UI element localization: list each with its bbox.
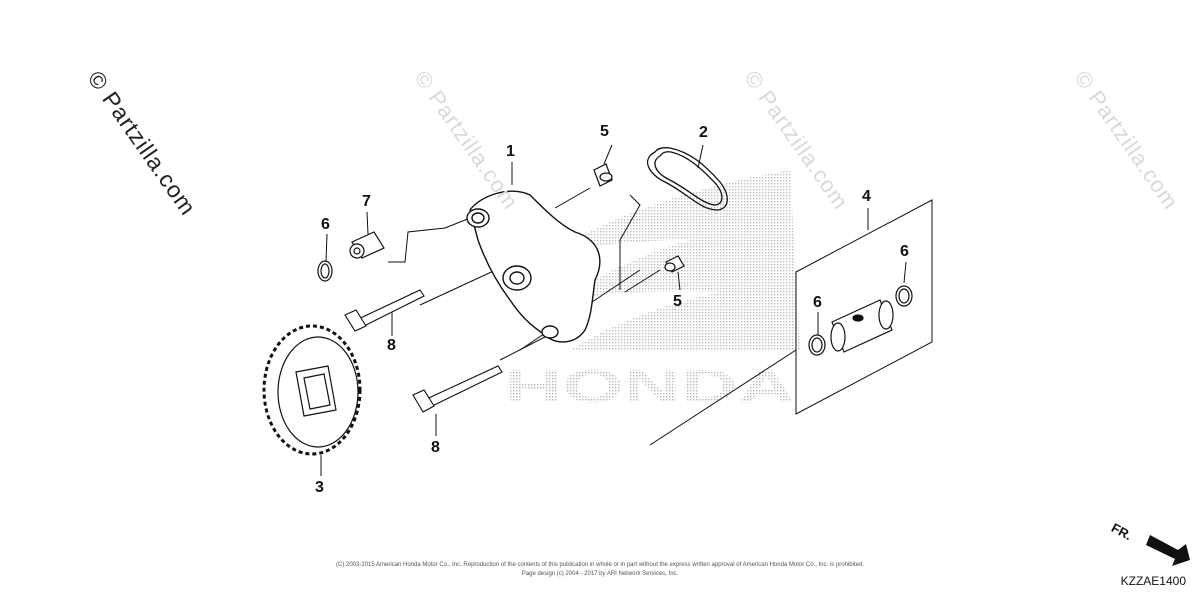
part-dowel-pin-5 (593, 163, 685, 273)
callout-6-right-lower: 6 (813, 294, 822, 311)
svg-text:HONDA: HONDA (505, 360, 795, 412)
callout-5-top: 5 (600, 123, 609, 140)
callout-8-upper: 8 (387, 337, 396, 354)
callout-6-left: 6 (321, 216, 330, 233)
callout-4: 4 (862, 188, 871, 205)
part-gasket-2 (646, 147, 728, 211)
front-arrow-icon (1146, 535, 1190, 566)
part-shaft-4 (830, 299, 894, 353)
copyright-line-1: (C) 2003-2015 American Honda Motor Co., … (336, 562, 864, 568)
leader-lines (320, 144, 933, 476)
part-oring-6 (317, 260, 913, 356)
callout-2: 2 (699, 124, 708, 141)
part-oil-pump-1 (466, 190, 601, 343)
part-bolt-8 (344, 289, 503, 413)
honda-logo-text: HONDA (505, 360, 795, 412)
callout-3: 3 (315, 479, 324, 496)
callout-5-bottom: 5 (673, 293, 682, 310)
callout-7: 7 (362, 193, 371, 210)
callout-6-right-upper: 6 (900, 243, 909, 260)
part-collar-7 (349, 231, 385, 259)
diagram-code: KZZAE1400 (1120, 574, 1186, 588)
copyright-line-2: Page design (c) 2004 - 2017 by ARI Netwo… (521, 571, 679, 577)
callout-1: 1 (506, 143, 515, 160)
part-gear-3 (262, 324, 362, 456)
callout-8-lower: 8 (431, 439, 440, 456)
